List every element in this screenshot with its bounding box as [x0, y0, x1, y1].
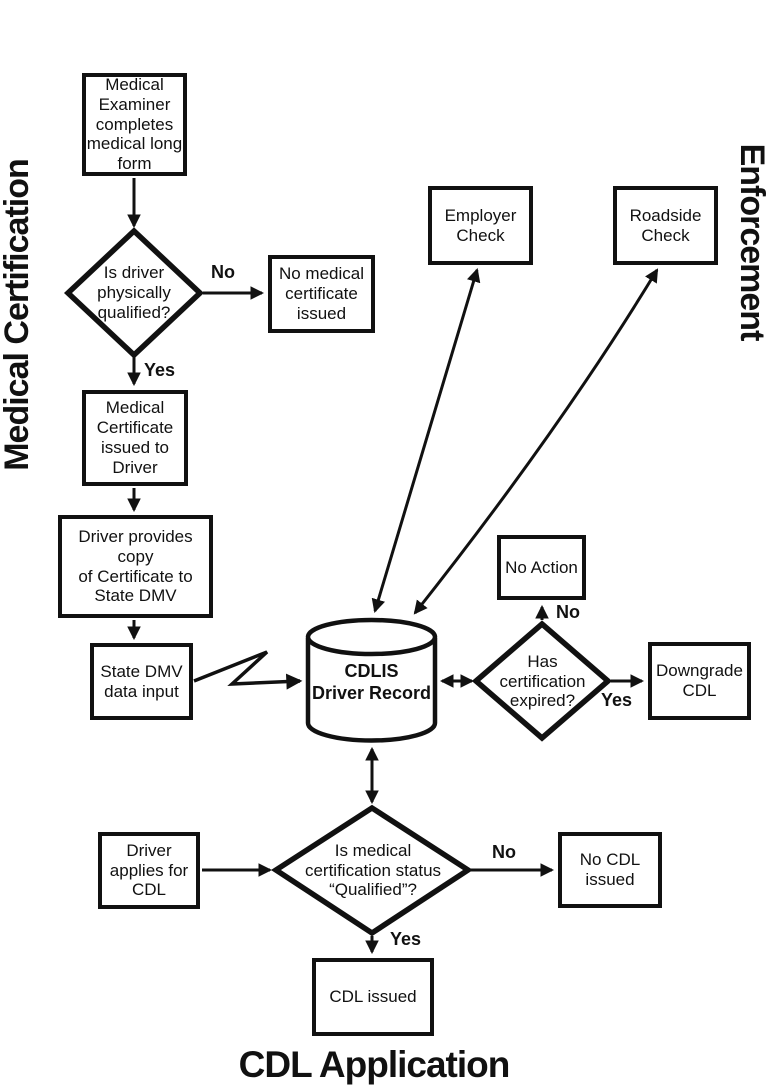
edge-label-qualified-yes: Yes [144, 360, 176, 380]
edge-label-expired-no: No [556, 602, 580, 622]
edge-label-status-yes: Yes [390, 929, 422, 949]
arrow-zigzag-dmv-to-cdlis [193, 650, 303, 690]
arrow-cdlis-roadside-check [413, 268, 659, 615]
node-state-dmv-data-input: State DMV data input [90, 643, 193, 720]
node-employer-check: Employer Check [428, 186, 533, 265]
cdlis-cylinder-label: CDLIS Driver Record [311, 660, 432, 704]
decision-physically-qualified-shape [63, 227, 205, 359]
section-title-medical-certification: Medical Certification [0, 159, 36, 471]
node-cdl-issued: CDL issued [312, 958, 434, 1036]
edge-label-qualified-no: No [211, 262, 235, 282]
section-title-enforcement: Enforcement [733, 143, 768, 341]
edge-label-expired-yes: Yes [601, 690, 633, 710]
section-title-cdl-application: CDL Application [238, 1044, 511, 1085]
node-driver-provides-copy: Driver provides copy of Certificate to S… [58, 515, 213, 618]
decision-physically-qualified-label: Is driver physically qualified? [97, 263, 171, 322]
decision-certification-expired-label: Has certification expired? [499, 651, 586, 711]
arrow-cdlis-employer-check [371, 268, 481, 613]
decision-certification-expired-shape [471, 620, 613, 742]
node-driver-applies: Driver applies for CDL [98, 832, 200, 909]
node-no-action: No Action [497, 535, 586, 600]
edge-label-status-no: No [492, 842, 516, 862]
node-roadside-check: Roadside Check [613, 186, 718, 265]
decision-status-qualified-label: Is medical certification status “Qualifi… [304, 840, 442, 900]
decision-status-qualified-shape [270, 804, 474, 937]
cdlis-cylinder-shape [305, 617, 438, 743]
node-medical-examiner: Medical Examiner completes medical long … [82, 73, 187, 176]
node-no-medical-certificate: No medical certificate issued [268, 255, 375, 333]
node-downgrade-cdl: Downgrade CDL [648, 642, 751, 720]
node-medical-certificate-issued: Medical Certificate issued to Driver [82, 390, 188, 486]
node-no-cdl-issued: No CDL issued [558, 832, 662, 908]
